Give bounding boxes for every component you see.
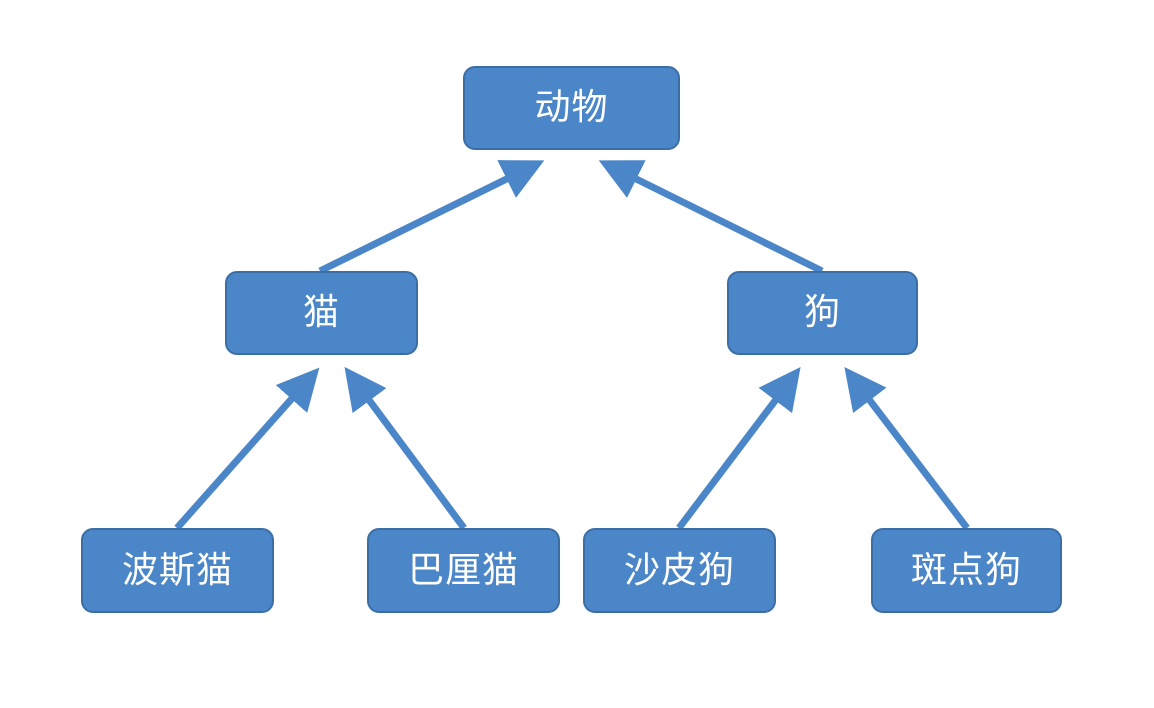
arrow-sharpei-to-dog <box>676 366 801 531</box>
node-shar-pei-label: 沙皮狗 <box>623 549 735 591</box>
arrow-balinese-to-cat <box>344 366 467 531</box>
node-balinese-cat-label: 巴厘猫 <box>407 549 519 591</box>
arrow-persian-to-cat <box>174 367 320 531</box>
node-persian-cat-label: 波斯猫 <box>121 549 233 591</box>
arrow-cat-to-animal <box>318 160 545 275</box>
node-persian-cat: 波斯猫 <box>81 528 274 613</box>
arrow-dog-to-animal <box>598 160 824 275</box>
node-animal: 动物 <box>463 66 680 150</box>
node-dog: 狗 <box>727 271 918 355</box>
arrow-dalmatian-to-dog <box>844 366 970 531</box>
node-balinese-cat: 巴厘猫 <box>367 528 560 613</box>
node-animal-label: 动物 <box>534 87 609 128</box>
node-dog-label: 狗 <box>803 292 841 333</box>
node-cat-label: 猫 <box>302 292 340 333</box>
node-shar-pei: 沙皮狗 <box>583 528 776 613</box>
node-cat: 猫 <box>225 271 418 355</box>
node-dalmatian: 斑点狗 <box>871 528 1062 613</box>
node-dalmatian-label: 斑点狗 <box>910 549 1022 591</box>
